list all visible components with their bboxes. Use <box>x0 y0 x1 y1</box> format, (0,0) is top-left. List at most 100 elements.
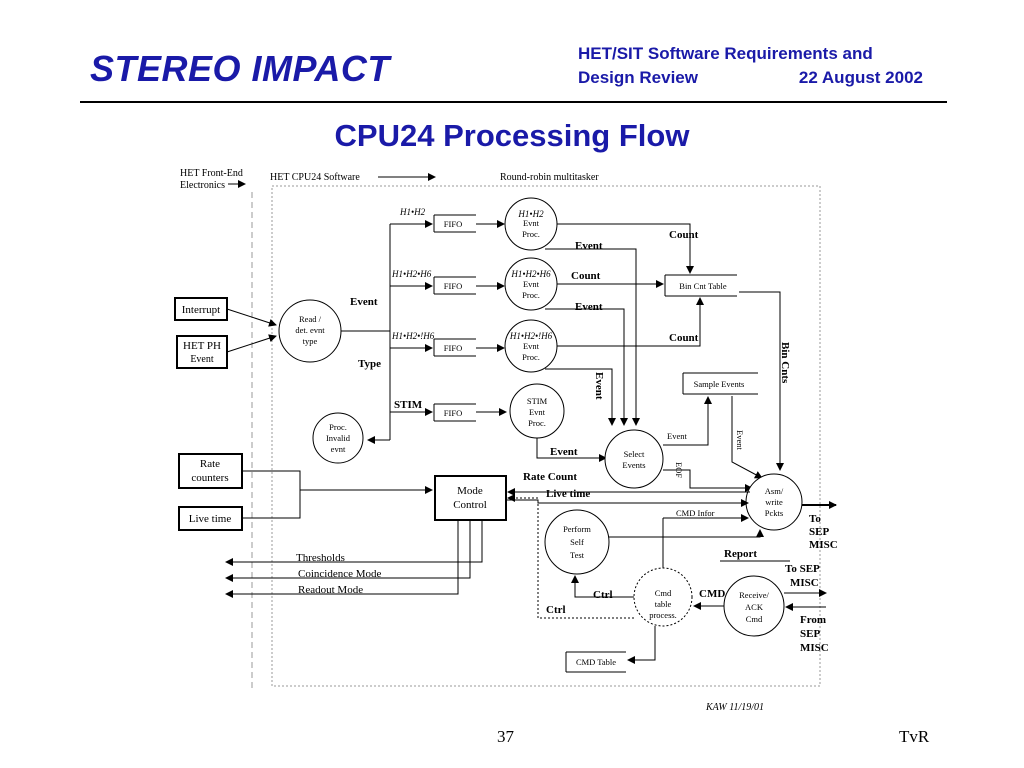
asm-label-3: Pckts <box>765 508 783 518</box>
readout-label: Readout Mode <box>298 584 363 596</box>
report-flow <box>609 529 764 538</box>
page-number: 37 <box>497 727 514 746</box>
mode-control-box <box>434 475 507 521</box>
evnt-proc-1-head: H1•H2 <box>517 209 544 219</box>
fifo-4-condition: STIM <box>394 399 423 411</box>
coincidence-flow <box>225 520 471 582</box>
mode-control-label-2: Control <box>453 499 487 511</box>
asm-label-2: write <box>765 497 783 507</box>
author-initials: TvR <box>899 727 930 746</box>
bin-cnts-label: Bin Cnts <box>779 342 791 384</box>
rate-to-bus <box>242 470 301 490</box>
to-sep-2-line2: MISC <box>790 577 819 589</box>
hetph-to-read <box>226 334 277 353</box>
bin-cnt-table-store: Bin Cnt Table <box>664 274 737 297</box>
event-label-sample: Event <box>667 431 687 441</box>
select-to-sample <box>663 396 712 446</box>
cmd-table-proc-label-3: process. <box>649 610 677 620</box>
receive-label-3: Cmd <box>746 614 763 624</box>
proc-invalid-label-1: Proc. <box>329 422 347 432</box>
from-sep-line2: SEP <box>800 628 820 640</box>
het-ph-label-1: HET PH <box>183 340 221 352</box>
thresholds-flow <box>225 520 483 566</box>
event-label-3: Event <box>593 372 605 400</box>
mode-control-label-1: Mode <box>457 485 483 497</box>
ctrl-label-1: Ctrl <box>593 589 613 601</box>
coincidence-label: Coincidence Mode <box>298 568 382 580</box>
proc-invalid-process <box>312 412 364 464</box>
sample-to-asm <box>731 396 763 479</box>
event-label-asm: Event <box>735 430 745 450</box>
read-det-label-3: type <box>303 336 318 346</box>
ctrl-label-2: Ctrl <box>546 604 566 616</box>
receive-label-2: ACK <box>745 602 764 612</box>
svg-text:Sample Events: Sample Events <box>694 379 745 389</box>
fifo-1-condition: H1•H2 <box>399 207 426 217</box>
select-to-asm-eof <box>663 469 753 492</box>
fifo-4: FIFO <box>433 403 476 422</box>
slide-title: CPU24 Processing Flow <box>334 118 690 153</box>
fifo-3: FIFO <box>433 338 476 357</box>
header-rule <box>80 101 947 103</box>
event-flow-3 <box>545 368 616 426</box>
cmd-table-proc-label-1: Cmd <box>655 588 672 598</box>
to-sep-2-line1: To SEP <box>785 563 820 575</box>
svg-text:FIFO: FIFO <box>444 343 462 353</box>
live-time-box-label: Live time <box>189 513 232 525</box>
select-events-label-1: Select <box>624 449 645 459</box>
cmd-table-flow <box>627 626 656 664</box>
review-header: HET/SIT Software Requirements and Design… <box>578 42 923 90</box>
type-label: Type <box>358 358 381 370</box>
select-events-label-2: Events <box>622 460 645 470</box>
readout-flow <box>225 520 459 598</box>
interrupt-label: Interrupt <box>182 304 220 316</box>
count-flow-1 <box>557 223 694 274</box>
perform-label-1: Perform <box>563 524 591 534</box>
event-flow-1 <box>545 248 640 426</box>
evnt-proc-2-proc: Proc. <box>522 290 540 300</box>
svg-text:CMD Table: CMD Table <box>576 657 616 667</box>
thresholds-label: Thresholds <box>296 552 345 564</box>
stim-proc-proc: Proc. <box>528 418 546 428</box>
frontend-label-2: Electronics <box>180 180 225 191</box>
from-sep-line1: From <box>800 614 826 626</box>
asm-label-1: Asm/ <box>765 486 784 496</box>
event-label-stim: Event <box>550 446 578 458</box>
cmd-table-proc-label-2: table <box>655 599 672 609</box>
svg-text:FIFO: FIFO <box>444 219 462 229</box>
cmd-infor-label: CMD Infor <box>676 508 715 518</box>
het-ph-label-2: Event <box>190 354 214 365</box>
count-label-2: Count <box>571 270 601 282</box>
cmd-table-store: CMD Table <box>565 651 626 673</box>
read-det-label-2: det. evnt <box>295 325 325 335</box>
cmd-label: CMD <box>699 588 725 600</box>
brand-title: STEREO IMPACT <box>90 48 390 89</box>
report-label: Report <box>724 548 757 560</box>
evnt-proc-1-proc: Proc. <box>522 229 540 239</box>
perform-label-3: Test <box>570 550 585 560</box>
from-sep-line3: MISC <box>800 642 829 654</box>
count-flow-3 <box>557 297 704 347</box>
event-label-1: Event <box>575 240 603 252</box>
evnt-proc-3-proc: Proc. <box>522 352 540 362</box>
proc-invalid-label-3: evnt <box>331 444 346 454</box>
proc-invalid-label-2: Invalid <box>326 433 351 443</box>
to-sep-1-line2: SEP <box>809 526 829 538</box>
rate-count-label: Rate Count <box>523 471 577 483</box>
stim-proc-evnt: Evnt <box>529 407 546 417</box>
review-line-1: HET/SIT Software Requirements and <box>578 44 873 63</box>
fifo-1: FIFO <box>433 214 476 233</box>
fifo-2: FIFO <box>433 276 476 295</box>
evnt-proc-3-evnt: Evnt <box>523 341 540 351</box>
svg-text:Bin Cnt Table: Bin Cnt Table <box>679 281 727 291</box>
bin-cnts-flow <box>739 291 784 471</box>
cpu-software-label: HET CPU24 Software <box>270 172 360 183</box>
select-events-process <box>604 429 664 489</box>
live-time-flow <box>506 499 749 507</box>
to-sep-1-line3: MISC <box>809 539 838 551</box>
rate-counters-box <box>178 453 243 489</box>
multitasker-label: Round-robin multitasker <box>500 172 599 183</box>
fifo-2-condition: H1•H2•H6 <box>391 269 432 279</box>
ctrl-to-mode-dotted <box>507 494 634 619</box>
